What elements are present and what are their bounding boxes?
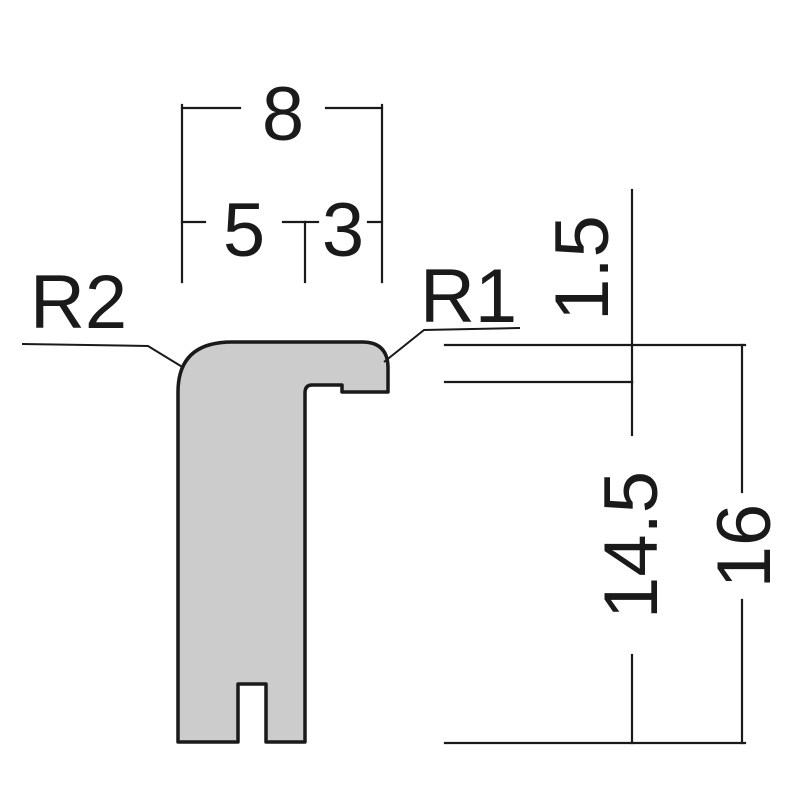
left-width-label: 5	[223, 188, 265, 273]
radius-right-label: R1	[420, 254, 517, 339]
right-dimension-group: 1.5 14.5 16	[443, 188, 787, 745]
radius-left-leader	[21, 343, 185, 369]
overall-width-label: 8	[262, 72, 304, 157]
radius-right-leader	[383, 327, 521, 363]
radius-callouts: R2 R1	[21, 254, 521, 369]
profile-section-shape	[176, 340, 390, 744]
radius-left-label: R2	[30, 260, 127, 345]
right-width-label: 3	[322, 188, 364, 273]
top-dimension-group: 8 5 3	[180, 72, 384, 284]
overall-height-label: 16	[702, 504, 787, 589]
inner-height-label: 14.5	[589, 471, 674, 619]
lip-thickness-label: 1.5	[540, 215, 625, 321]
